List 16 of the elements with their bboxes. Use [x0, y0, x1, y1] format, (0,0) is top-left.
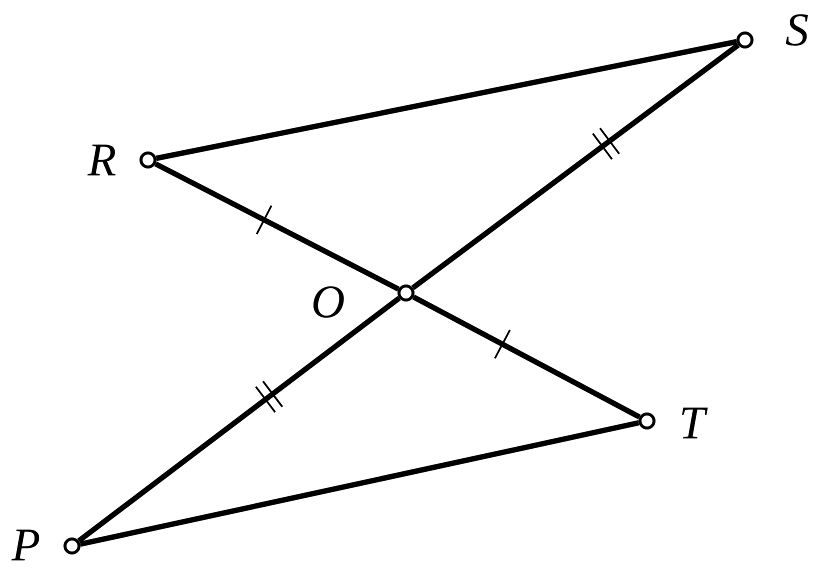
point-marker — [139, 151, 157, 169]
line-segment — [80, 420, 640, 547]
point-label: O — [313, 286, 344, 318]
point-marker — [397, 284, 415, 302]
point-marker — [638, 412, 656, 430]
line-segment — [412, 294, 641, 420]
line-segment — [411, 42, 740, 290]
line-segment — [77, 296, 401, 543]
point-label: T — [682, 408, 708, 438]
point-label: S — [786, 14, 808, 46]
point-label: R — [87, 144, 116, 176]
point-marker — [736, 31, 754, 49]
point-label: P — [11, 530, 40, 560]
line-segment — [154, 162, 400, 292]
line-segment — [156, 39, 738, 161]
point-marker — [63, 537, 81, 554]
